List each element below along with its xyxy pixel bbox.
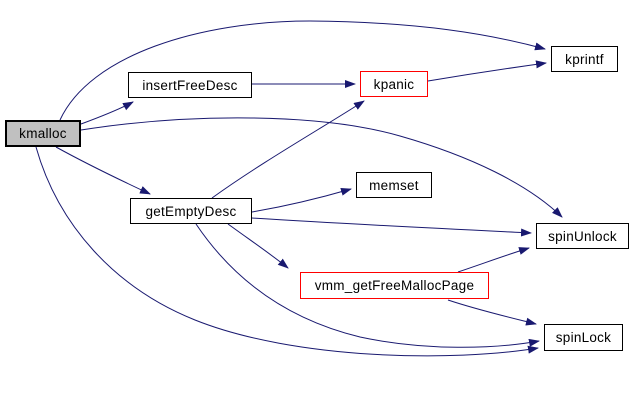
- edge-getEmptyDesc-to-kpanic: [211, 100, 365, 199]
- edge-kmalloc-to-getEmptyDesc: [55, 146, 151, 195]
- edge-getEmptyDesc-to-vmm_getFreeMallocPage: [227, 223, 289, 269]
- edge-kmalloc-to-insertFreeDesc: [80, 101, 134, 125]
- node-kmalloc: kmalloc: [5, 120, 81, 147]
- node-memset[interactable]: memset: [356, 172, 432, 198]
- node-spinUnlock[interactable]: spinUnlock: [536, 223, 629, 249]
- node-kprintf[interactable]: kprintf: [551, 46, 618, 72]
- edge-kmalloc-to-kprintf: [59, 20, 546, 121]
- node-getEmptyDesc[interactable]: getEmptyDesc: [130, 198, 252, 224]
- node-vmm_getFreeMallocPage[interactable]: vmm_getFreeMallocPage: [300, 272, 489, 299]
- edge-getEmptyDesc-to-memset: [251, 187, 352, 213]
- edge-kpanic-to-kprintf: [427, 60, 547, 82]
- node-kpanic[interactable]: kpanic: [360, 71, 428, 97]
- edge-vmm_getFreeMallocPage-to-spinLock: [447, 299, 537, 326]
- node-insertFreeDesc[interactable]: insertFreeDesc: [128, 72, 252, 98]
- node-spinLock[interactable]: spinLock: [544, 324, 623, 351]
- edge-vmm_getFreeMallocPage-to-spinUnlock: [457, 247, 530, 273]
- edge-getEmptyDesc-to-spinUnlock: [251, 217, 532, 237]
- edge-kmalloc-to-spinLock: [35, 146, 539, 357]
